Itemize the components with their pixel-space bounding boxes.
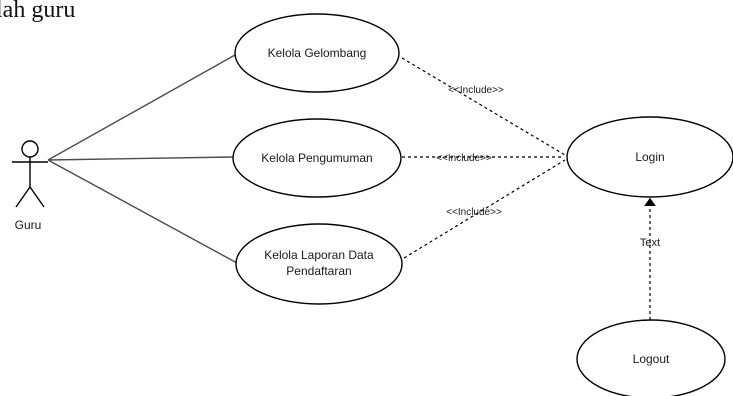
include-label-gelombang: <<Include>> [448, 85, 504, 96]
use-case-kelola-pengumuman: Kelola Pengumuman [232, 118, 402, 198]
use-case-kelola-gelombang: Kelola Gelombang [234, 13, 400, 93]
actor-right-leg [29, 186, 45, 208]
include-edge-gelombang [401, 57, 566, 156]
association-kelola-gelombang [47, 54, 236, 161]
association-kelola-pengumuman [47, 156, 234, 161]
association-kelola-laporan [47, 159, 238, 264]
include-label-pengumuman: <<Include>> [436, 153, 492, 164]
associations [47, 54, 238, 264]
use-case-label: Login [635, 150, 664, 164]
actor-guru [12, 140, 48, 208]
use-case-label: Kelola Pengumuman [261, 151, 372, 165]
include-edges [401, 57, 656, 320]
logout-edge-label: Text [640, 237, 660, 249]
actor-left-leg [15, 186, 31, 208]
use-case-ellipse [566, 116, 733, 198]
use-case-logout: Logout [576, 319, 726, 396]
top-caption: lah guru [0, 0, 75, 23]
use-case-label: Kelola Gelombang [268, 46, 367, 60]
use-case-ellipse [232, 118, 402, 198]
use-case-label-line-1: Kelola Laporan Data [264, 248, 374, 262]
use-case-ellipse [235, 223, 403, 305]
actor-label: Guru [15, 218, 42, 232]
include-label-laporan: <<Include>> [446, 207, 502, 218]
use-case-kelola-laporan: Kelola Laporan Data Pendaftaran [235, 223, 403, 305]
use-case-label-line-2: Pendaftaran [286, 264, 351, 278]
actor-head-icon [21, 140, 39, 158]
use-case-ellipse [234, 13, 400, 93]
use-case-label: Logout [633, 352, 670, 366]
use-case-ellipse [576, 319, 726, 396]
include-edge-laporan [403, 159, 566, 259]
use-case-login: Login [566, 116, 733, 198]
